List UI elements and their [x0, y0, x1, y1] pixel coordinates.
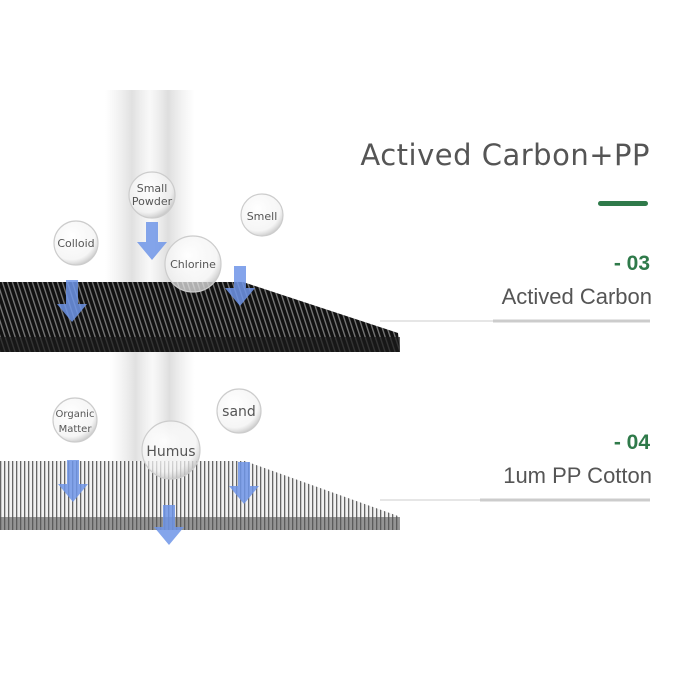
bubble-humus [141, 420, 201, 480]
particle-label: Colloid [57, 237, 94, 250]
carbon-layer-edge [0, 337, 400, 352]
pp-layer-edge [0, 517, 400, 530]
bubble-smell [240, 193, 284, 237]
page-title: Actived Carbon+PP [360, 138, 650, 172]
bubble-colloid [53, 220, 99, 266]
layer-number: - 03 [613, 252, 650, 275]
particle-label: Chlorine [170, 258, 216, 271]
layer-name: 1um PP Cotton [503, 463, 652, 488]
bubble-sand [216, 388, 262, 434]
pp-cotton-layer [0, 461, 400, 530]
particle-label-line: Powder [132, 195, 173, 208]
particle-label: Smell [247, 210, 278, 223]
layer-name: Actived Carbon [501, 284, 652, 309]
particle-label-line: Small [137, 182, 168, 195]
particle-label: Humus [146, 444, 195, 460]
down-arrow-icon [137, 222, 167, 260]
bubble-organic-matter [52, 397, 98, 443]
particle-label-line: Matter [59, 424, 93, 435]
down-arrow-icon [225, 266, 255, 306]
down-arrow-icon [57, 280, 87, 322]
bubble-small-powder [128, 171, 176, 219]
particle-label: sand [222, 404, 256, 420]
down-arrow-icon [58, 460, 88, 502]
down-arrow-icon [229, 462, 259, 504]
down-arrow-icon [154, 505, 184, 545]
particle-label-line: Organic [56, 409, 95, 420]
layer-number: - 04 [613, 431, 650, 454]
bubble-chlorine [164, 235, 222, 293]
title-accent-bar [598, 201, 648, 206]
activated-carbon-layer [0, 282, 400, 352]
